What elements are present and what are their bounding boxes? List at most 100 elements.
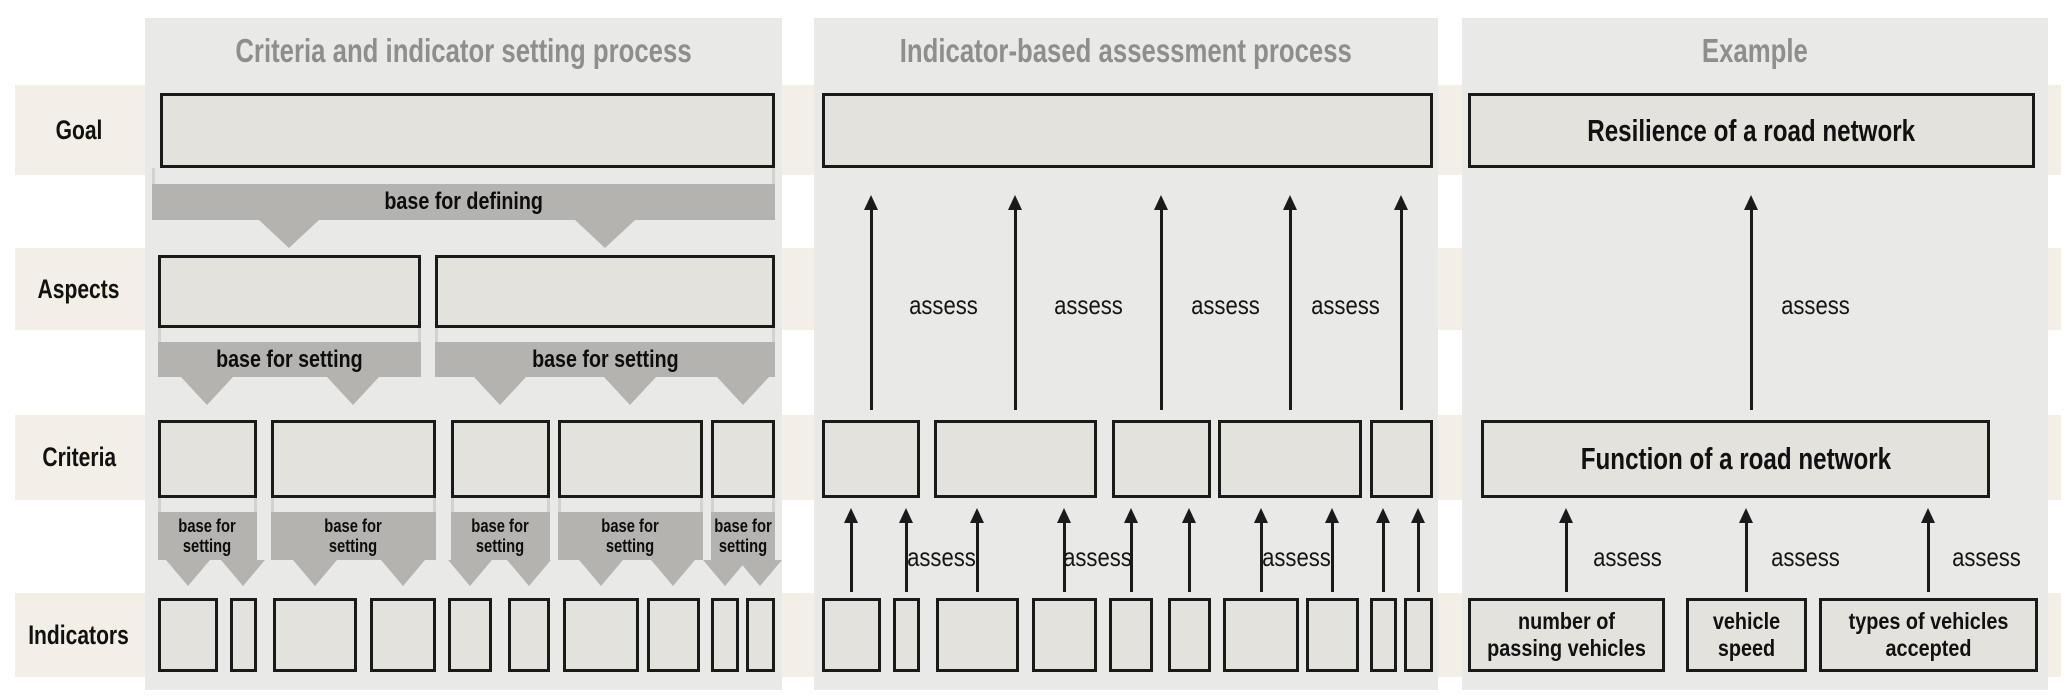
assess-label: assess: [1760, 290, 1870, 321]
up-arrow: [1124, 508, 1139, 592]
indicator-box: [893, 598, 920, 672]
up-arrow: [1325, 508, 1340, 592]
down-triangle-icon: [579, 560, 623, 586]
up-arrow: [1254, 508, 1269, 592]
up-arrow: [1154, 195, 1169, 410]
assess-label-text: assess: [908, 290, 978, 320]
assess-label-text: assess: [906, 542, 976, 572]
assess-label-text: assess: [1062, 542, 1132, 572]
assess-label-text: assess: [1592, 542, 1662, 572]
banner-base-for-setting-1: base for setting: [158, 342, 421, 377]
row-label-criteria: Criteria: [15, 415, 143, 500]
mini-banner-line1: base for: [601, 516, 660, 536]
mini-banner-line2: setting: [183, 536, 232, 556]
up-arrow: [1559, 508, 1574, 592]
mini-banner-line2: setting: [606, 536, 655, 556]
example-goal-text: Resilience of a road network: [1587, 112, 1916, 148]
up-arrow: [1744, 195, 1759, 410]
up-arrow: [899, 508, 914, 592]
criteria-box-5: [711, 420, 775, 498]
down-triangle-icon: [474, 377, 526, 405]
mini-banner-line1: base for: [324, 516, 383, 536]
down-triangle-icon: [575, 220, 635, 248]
mini-banner-line2: setting: [718, 536, 768, 556]
assess-label-text: assess: [1770, 542, 1840, 572]
assessment-criteria-box-2: [934, 420, 1097, 498]
indicator-box: [936, 598, 1019, 672]
assess-label: assess: [1042, 542, 1152, 573]
down-triangle-icon: [221, 560, 265, 586]
assess-label-text: assess: [1951, 542, 2021, 572]
banner-base-for-setting-2-text: base for setting: [531, 345, 679, 373]
example-indicator-box-3: types of vehicles accepted: [1819, 598, 2038, 672]
down-triangle-icon: [507, 560, 551, 586]
indicator-box: [370, 598, 436, 672]
example-indicator-box-1: number of passing vehicles: [1468, 598, 1665, 672]
example-indicator-2-text: vehicle speed: [1712, 608, 1781, 661]
criteria-box-4: [558, 420, 703, 498]
assessment-goal-box: [822, 93, 1433, 168]
goal-box: [160, 93, 775, 168]
up-arrow: [1411, 508, 1426, 592]
up-arrow: [844, 508, 859, 592]
assess-label-text: assess: [1780, 290, 1850, 320]
mini-banner-line1: base for: [714, 516, 772, 536]
indicator-box: [1223, 598, 1299, 672]
indicator-box: [711, 598, 739, 672]
banner-bracket: [271, 498, 436, 512]
indicator-box: [1404, 598, 1433, 672]
indicator-box: [1109, 598, 1153, 672]
assessment-criteria-box-5: [1370, 420, 1433, 498]
panel-example-header: Example: [1462, 32, 2048, 70]
assess-label: assess: [1931, 542, 2041, 573]
criteria-box-3: [451, 420, 550, 498]
row-label-aspects-text: Aspects: [38, 273, 120, 304]
indicator-box: [822, 598, 881, 672]
banner-base-for-defining-text: base for defining: [384, 188, 543, 215]
row-label-goal: Goal: [15, 85, 143, 175]
assess-label: assess: [1285, 290, 1405, 321]
assessment-criteria-box-3: [1112, 420, 1211, 498]
indicator-box: [273, 598, 357, 672]
indicator-box: [1306, 598, 1359, 672]
criteria-box-2: [271, 420, 436, 498]
example-criteria-box: Function of a road network: [1481, 420, 1990, 498]
assess-label: assess: [886, 542, 996, 573]
panel-example: Example Resilience of a road network ass…: [1462, 18, 2048, 690]
example-indicator-box-2: vehicle speed: [1686, 598, 1807, 672]
banner-bracket: [152, 168, 775, 184]
indicator-box: [158, 598, 218, 672]
banner-base-for-setting-1-text: base for setting: [216, 345, 363, 373]
up-arrow: [1057, 508, 1072, 592]
assess-label: assess: [1028, 290, 1148, 321]
up-arrow: [1394, 195, 1409, 410]
aspect-box-1: [158, 255, 421, 328]
banner-bracket: [435, 328, 775, 342]
down-triangle-icon: [381, 560, 425, 586]
indicator-box: [448, 598, 492, 672]
row-label-criteria-text: Criteria: [42, 442, 116, 472]
up-arrow: [1376, 508, 1391, 592]
assessment-criteria-box-4: [1218, 420, 1362, 498]
mini-banner-line1: base for: [178, 516, 237, 536]
assess-label-text: assess: [1190, 290, 1260, 320]
down-triangle-icon: [448, 560, 492, 586]
banner-base-for-defining: base for defining: [152, 184, 775, 220]
down-triangle-icon: [259, 220, 319, 248]
down-triangle-icon: [604, 377, 656, 405]
indicator-box: [1370, 598, 1397, 672]
indicator-box: [746, 598, 775, 672]
down-triangle-icon: [327, 377, 379, 405]
banner-base-for-setting-2: base for setting: [435, 342, 775, 377]
banner-bracket: [158, 498, 257, 512]
up-arrow: [970, 508, 985, 592]
banner-bracket: [711, 498, 775, 512]
panel-assessment-process: Indicator-based assessment process asses…: [814, 18, 1438, 690]
example-indicator-1-text: number of passing vehicles: [1487, 608, 1646, 661]
down-triangle-icon: [651, 560, 695, 586]
